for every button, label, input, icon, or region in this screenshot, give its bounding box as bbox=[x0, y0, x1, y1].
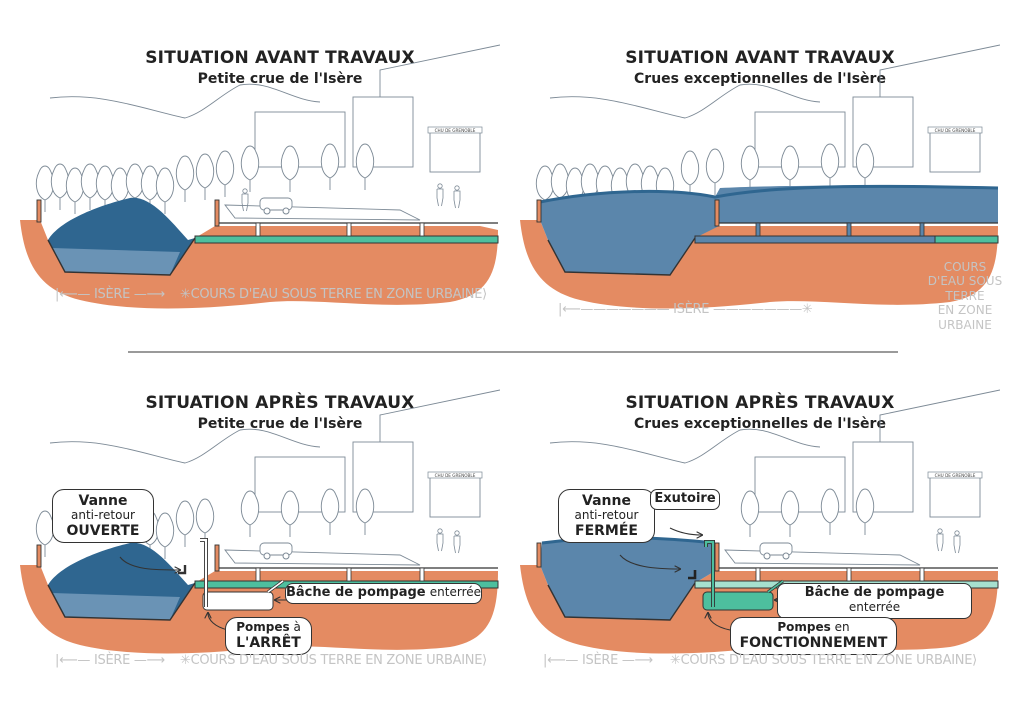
scale-urban: ✳COURS D'EAU SOUS TERRE EN ZONE URBAINE⟩ bbox=[180, 653, 487, 668]
hospital-building: CHU DE GRENOBLE bbox=[927, 126, 983, 173]
hospital-building: CHU DE GRENOBLE bbox=[427, 126, 483, 173]
scale-label-isere: ISÈRE bbox=[673, 302, 710, 317]
scale-label-isere: ISÈRE bbox=[93, 653, 130, 668]
valve-label: Vanne bbox=[582, 493, 631, 509]
pumps-preposition: à bbox=[293, 620, 301, 634]
panel-heading: SITUATION AVANT TRAVAUX Petite crue de l… bbox=[40, 48, 520, 87]
panel-subtitle: Petite crue de l'Isère bbox=[197, 71, 363, 87]
panel-heading: SITUATION AVANT TRAVAUX Crues exceptionn… bbox=[520, 48, 1000, 87]
car bbox=[259, 197, 293, 215]
tank-sublabel: enterrée bbox=[848, 599, 901, 614]
outlet-label: Exutoire bbox=[654, 491, 716, 506]
drains bbox=[755, 222, 925, 237]
hospital-sign: CHU DE GRENOBLE bbox=[435, 128, 476, 133]
underground-stream bbox=[194, 235, 499, 244]
pump-pipe bbox=[200, 538, 208, 607]
valve-callout: Vanne anti-retour FERMÉE bbox=[558, 489, 655, 543]
panel-after-exceptional-flood: SITUATION APRÈS TRAVAUX Crues exceptionn… bbox=[520, 385, 1000, 685]
valve-icon bbox=[178, 565, 187, 575]
scale-urban-line: TERRE bbox=[945, 288, 985, 303]
pumps-label: Pompes bbox=[236, 620, 290, 634]
valve-label: Vanne bbox=[78, 493, 128, 509]
valve-state: FERMÉE bbox=[575, 522, 638, 539]
panel-title: SITUATION AVANT TRAVAUX bbox=[145, 48, 415, 68]
tank-label: Bâche de pompage bbox=[286, 585, 426, 600]
valve-state: OUVERTE bbox=[66, 522, 140, 539]
tank-sublabel: enterrée bbox=[429, 585, 481, 599]
panel-subtitle: Crues exceptionnelles de l'Isère bbox=[634, 416, 886, 432]
panel-subtitle: Crues exceptionnelles de l'Isère bbox=[634, 71, 886, 87]
scale-label-urban: COURS D'EAU SOUS TERRE EN ZONE URBAINE bbox=[680, 653, 973, 668]
cross-section-illustration: CHU DE GRENOBLE bbox=[520, 44, 1000, 309]
panel-title: SITUATION APRÈS TRAVAUX bbox=[145, 393, 415, 413]
pump-pipe bbox=[704, 540, 715, 607]
panel-title: SITUATION AVANT TRAVAUX bbox=[625, 48, 895, 68]
outlet-callout: Exutoire bbox=[650, 489, 720, 510]
drains bbox=[255, 222, 425, 237]
scale-isere: |⟵——————— ISÈRE ———————✳ bbox=[558, 302, 813, 317]
hospital-building: CHU DE GRENOBLE bbox=[927, 471, 983, 518]
scale-urban-line: URBAINE bbox=[938, 317, 992, 332]
scale-urban-line: COURS bbox=[943, 260, 987, 274]
scale-isere: |⟵— ISÈRE —⟶ bbox=[55, 653, 165, 668]
pumps-callout: Pompes à L'ARRÊT bbox=[225, 617, 312, 655]
pumps-label: Pompes bbox=[777, 620, 831, 634]
valve-callout: Vanne anti-retour OUVERTE bbox=[52, 489, 154, 543]
panel-title: SITUATION APRÈS TRAVAUX bbox=[625, 393, 895, 413]
tank-callout: Bâche de pompage enterrée bbox=[777, 583, 972, 619]
hospital-sign: CHU DE GRENOBLE bbox=[935, 473, 976, 478]
scale-label-isere: ISÈRE bbox=[581, 653, 618, 668]
scale-isere: |⟵— ISÈRE —⟶ bbox=[543, 653, 653, 668]
scale-label-urban: COURS D'EAU SOUS TERRE EN ZONE URBAINE bbox=[190, 653, 483, 668]
scale-urban-line: EN ZONE bbox=[937, 303, 993, 318]
underground-stream bbox=[934, 235, 999, 244]
river-water-lower bbox=[52, 248, 180, 275]
pumps-state: L'ARRÊT bbox=[236, 634, 301, 651]
panel-before-exceptional-flood: SITUATION AVANT TRAVAUX Crues exceptionn… bbox=[520, 40, 1002, 340]
cross-section-illustration: CHU DE GRENOBLE bbox=[20, 44, 500, 309]
tank-callout: Bâche de pompage enterrée bbox=[285, 583, 482, 604]
cross-section-illustration: CHU DE GRENOBLE bbox=[20, 389, 500, 654]
mountain-outline bbox=[49, 83, 321, 119]
section-divider bbox=[128, 351, 898, 353]
trees bbox=[35, 143, 375, 215]
panel-before-small-flood: SITUATION AVANT TRAVAUX Petite crue de l… bbox=[20, 40, 500, 340]
pumps-preposition: en bbox=[834, 620, 850, 634]
hospital-building: CHU DE GRENOBLE bbox=[427, 471, 483, 518]
scale-urban: ✳COURS D'EAU SOUS TERRE EN ZONE URBAINE⟩ bbox=[670, 653, 977, 668]
hospital-sign: CHU DE GRENOBLE bbox=[435, 473, 476, 478]
right-wall bbox=[214, 199, 220, 227]
valve-sublabel: anti-retour bbox=[574, 508, 639, 523]
pump-tank bbox=[202, 591, 274, 611]
hospital-sign: CHU DE GRENOBLE bbox=[935, 128, 976, 133]
valve-sublabel: anti-retour bbox=[71, 508, 135, 523]
panel-heading: SITUATION APRÈS TRAVAUX Petite crue de l… bbox=[40, 393, 520, 432]
panel-after-small-flood: SITUATION APRÈS TRAVAUX Petite crue de l… bbox=[20, 385, 500, 685]
pump-tank bbox=[702, 591, 774, 611]
scale-isere: |⟵— ISÈRE —⟶ bbox=[55, 287, 165, 302]
scale-label-urban: COURS D'EAU SOUS TERRE EN ZONE URBAINE bbox=[190, 287, 483, 302]
left-wall bbox=[36, 199, 42, 223]
scale-label-isere: ISÈRE bbox=[93, 287, 130, 302]
panel-heading: SITUATION APRÈS TRAVAUX Crues exceptionn… bbox=[520, 393, 1000, 432]
building-outline bbox=[379, 44, 500, 100]
flood-water bbox=[540, 185, 998, 275]
scale-urban-line: D'EAU SOUS bbox=[927, 274, 1003, 289]
river-flood-water bbox=[540, 537, 715, 620]
valve-icon bbox=[688, 570, 697, 580]
scale-urban-stack: COURS D'EAU SOUS TERRE EN ZONE URBAINE bbox=[925, 260, 1005, 332]
road bbox=[224, 204, 421, 221]
pumps-state: FONCTIONNEMENT bbox=[739, 634, 888, 651]
pumps-callout: Pompes en FONCTIONNEMENT bbox=[730, 617, 897, 655]
panel-subtitle: Petite crue de l'Isère bbox=[197, 416, 363, 432]
tank-label: Bâche de pompage bbox=[804, 585, 945, 600]
scale-urban: ✳COURS D'EAU SOUS TERRE EN ZONE URBAINE⟩ bbox=[180, 287, 487, 302]
